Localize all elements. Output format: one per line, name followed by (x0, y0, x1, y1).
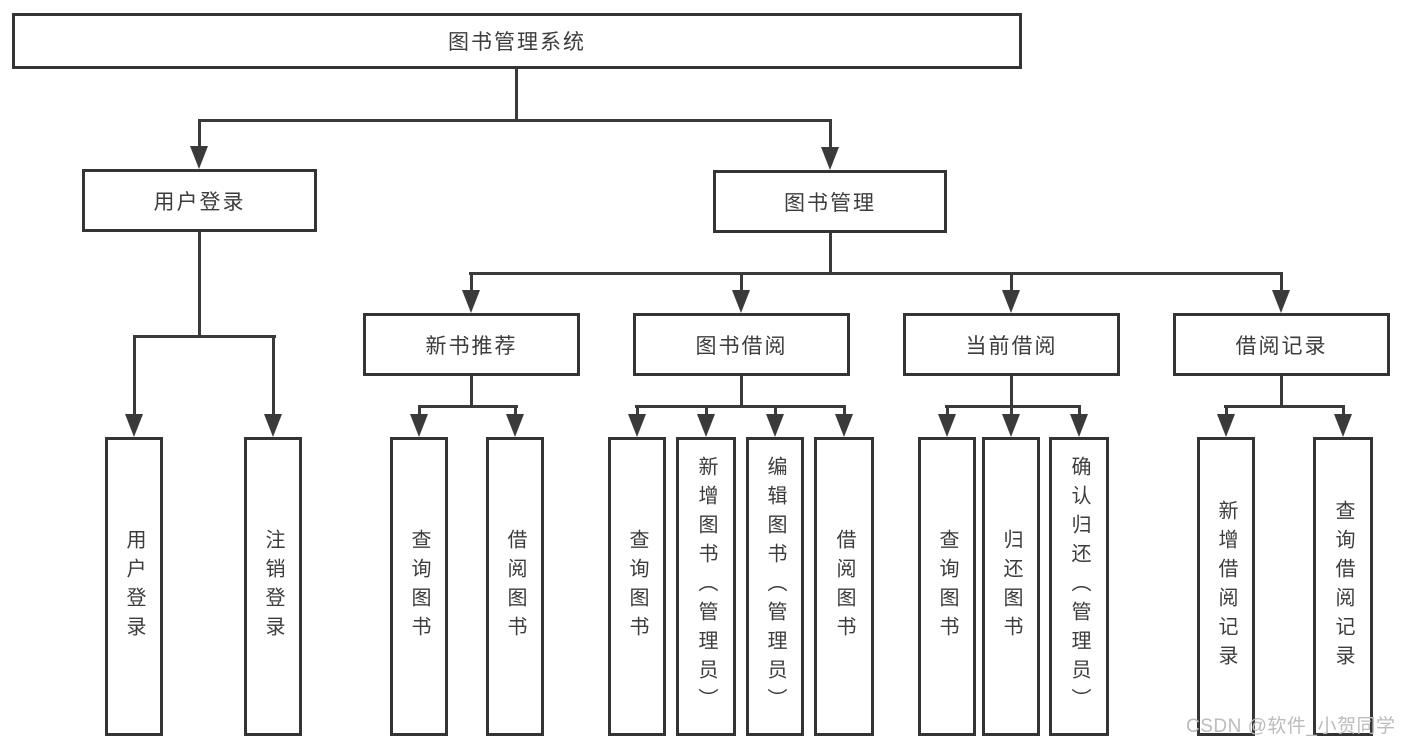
leaf-confirm-return-admin-label: 确认归还（管理员） (1068, 456, 1090, 717)
arrow-down-icon (1217, 414, 1235, 437)
connector-line (740, 375, 743, 408)
arrow-down-icon (264, 414, 282, 437)
connector-line (829, 119, 832, 147)
connector-line (1280, 375, 1283, 408)
connector-line (843, 405, 846, 416)
connector-line (740, 272, 743, 290)
connector-line (198, 231, 201, 338)
leaf-query-books-borrowing: 查询图书 (608, 437, 666, 736)
node-library-system-label: 图书管理系统 (448, 31, 586, 54)
leaf-edit-books-admin-label: 编辑图书（管理员） (764, 456, 786, 717)
connector-line (774, 405, 777, 416)
arrow-down-icon (1002, 290, 1020, 313)
connector-line (133, 335, 276, 338)
node-book-borrowing: 图书借阅 (633, 313, 850, 376)
connector-line (945, 405, 1081, 408)
node-current-borrowing: 当前借阅 (903, 313, 1120, 376)
node-new-book-recommend-label: 新书推荐 (425, 334, 518, 358)
node-book-management: 图书管理 (713, 170, 947, 233)
arrow-down-icon (835, 414, 853, 437)
node-borrow-records: 借阅记录 (1173, 313, 1390, 376)
leaf-logout: 注销登录 (244, 437, 302, 736)
leaf-return-books-label: 归还图书 (1000, 528, 1022, 645)
arrow-down-icon (1334, 414, 1352, 437)
node-library-system: 图书管理系统 (12, 13, 1022, 69)
leaf-query-borrow-record-label: 查询借阅记录 (1332, 499, 1354, 674)
arrow-down-icon (125, 414, 143, 437)
arrow-down-icon (506, 414, 524, 437)
connector-line (1010, 375, 1013, 408)
leaf-confirm-return-admin: 确认归还（管理员） (1049, 437, 1109, 736)
leaf-return-books: 归还图书 (982, 437, 1040, 736)
connector-line (1342, 405, 1345, 416)
leaf-add-borrow-record: 新增借阅记录 (1197, 437, 1255, 736)
leaf-borrow-books-label: 借阅图书 (833, 528, 855, 645)
leaf-query-books-borrowing-label: 查询图书 (626, 528, 648, 645)
arrow-down-icon (462, 290, 480, 313)
leaf-query-books-recommend-label: 查询图书 (408, 528, 430, 645)
leaf-query-books-current-label: 查询图书 (936, 528, 958, 645)
arrow-down-icon (190, 146, 208, 169)
arrow-down-icon (821, 147, 839, 170)
arrow-down-icon (410, 414, 428, 437)
connector-line (1280, 272, 1283, 290)
node-borrow-records-label: 借阅记录 (1235, 334, 1328, 358)
node-current-borrowing-label: 当前借阅 (965, 334, 1058, 358)
connector-line (418, 405, 421, 416)
leaf-edit-books-admin: 编辑图书（管理员） (746, 437, 804, 736)
connector-line (1010, 405, 1013, 416)
leaf-logout-label: 注销登录 (262, 528, 284, 645)
leaf-borrow-books: 借阅图书 (814, 437, 874, 736)
csdn-watermark: CSDN @软件_小贺同学 (1186, 716, 1396, 737)
leaf-add-books-admin-label: 新增图书（管理员） (695, 456, 717, 717)
node-user-login: 用户登录 (82, 169, 317, 232)
connector-line (198, 119, 201, 147)
node-book-borrowing-label: 图书借阅 (695, 334, 788, 358)
leaf-query-borrow-record: 查询借阅记录 (1313, 437, 1373, 736)
leaf-query-books-recommend: 查询图书 (390, 437, 448, 736)
leaf-borrow-books-recommend-label: 借阅图书 (504, 528, 526, 645)
node-user-login-label: 用户登录 (153, 190, 246, 214)
connector-line (469, 272, 1283, 275)
connector-line (705, 405, 708, 416)
connector-line (1225, 405, 1228, 416)
connector-line (514, 405, 517, 416)
arrow-down-icon (1002, 414, 1020, 437)
leaf-add-books-admin: 新增图书（管理员） (676, 437, 736, 736)
connector-line (470, 272, 473, 290)
arrow-down-icon (628, 414, 646, 437)
node-new-book-recommend: 新书推荐 (363, 313, 580, 376)
connector-line (418, 405, 518, 408)
connector-line (515, 69, 518, 120)
connector-line (272, 335, 275, 414)
connector-line (635, 405, 846, 408)
leaf-user-login: 用户登录 (105, 437, 163, 736)
connector-line (198, 119, 832, 122)
connector-line (1224, 405, 1345, 408)
connector-line (946, 405, 949, 416)
arrow-down-icon (766, 414, 784, 437)
leaf-query-books-current: 查询图书 (918, 437, 976, 736)
arrow-down-icon (1070, 414, 1088, 437)
connector-line (470, 375, 473, 408)
arrow-down-icon (697, 414, 715, 437)
arrow-down-icon (938, 414, 956, 437)
leaf-borrow-books-recommend: 借阅图书 (486, 437, 544, 736)
connector-line (133, 335, 136, 414)
connector-line (1078, 405, 1081, 416)
arrow-down-icon (732, 290, 750, 313)
leaf-user-login-label: 用户登录 (123, 528, 145, 645)
node-book-management-label: 图书管理 (784, 191, 876, 215)
arrow-down-icon (1272, 290, 1290, 313)
connector-line (1010, 272, 1013, 290)
connector-line (829, 232, 832, 275)
connector-line (636, 405, 639, 416)
leaf-add-borrow-record-label: 新增借阅记录 (1215, 499, 1237, 674)
